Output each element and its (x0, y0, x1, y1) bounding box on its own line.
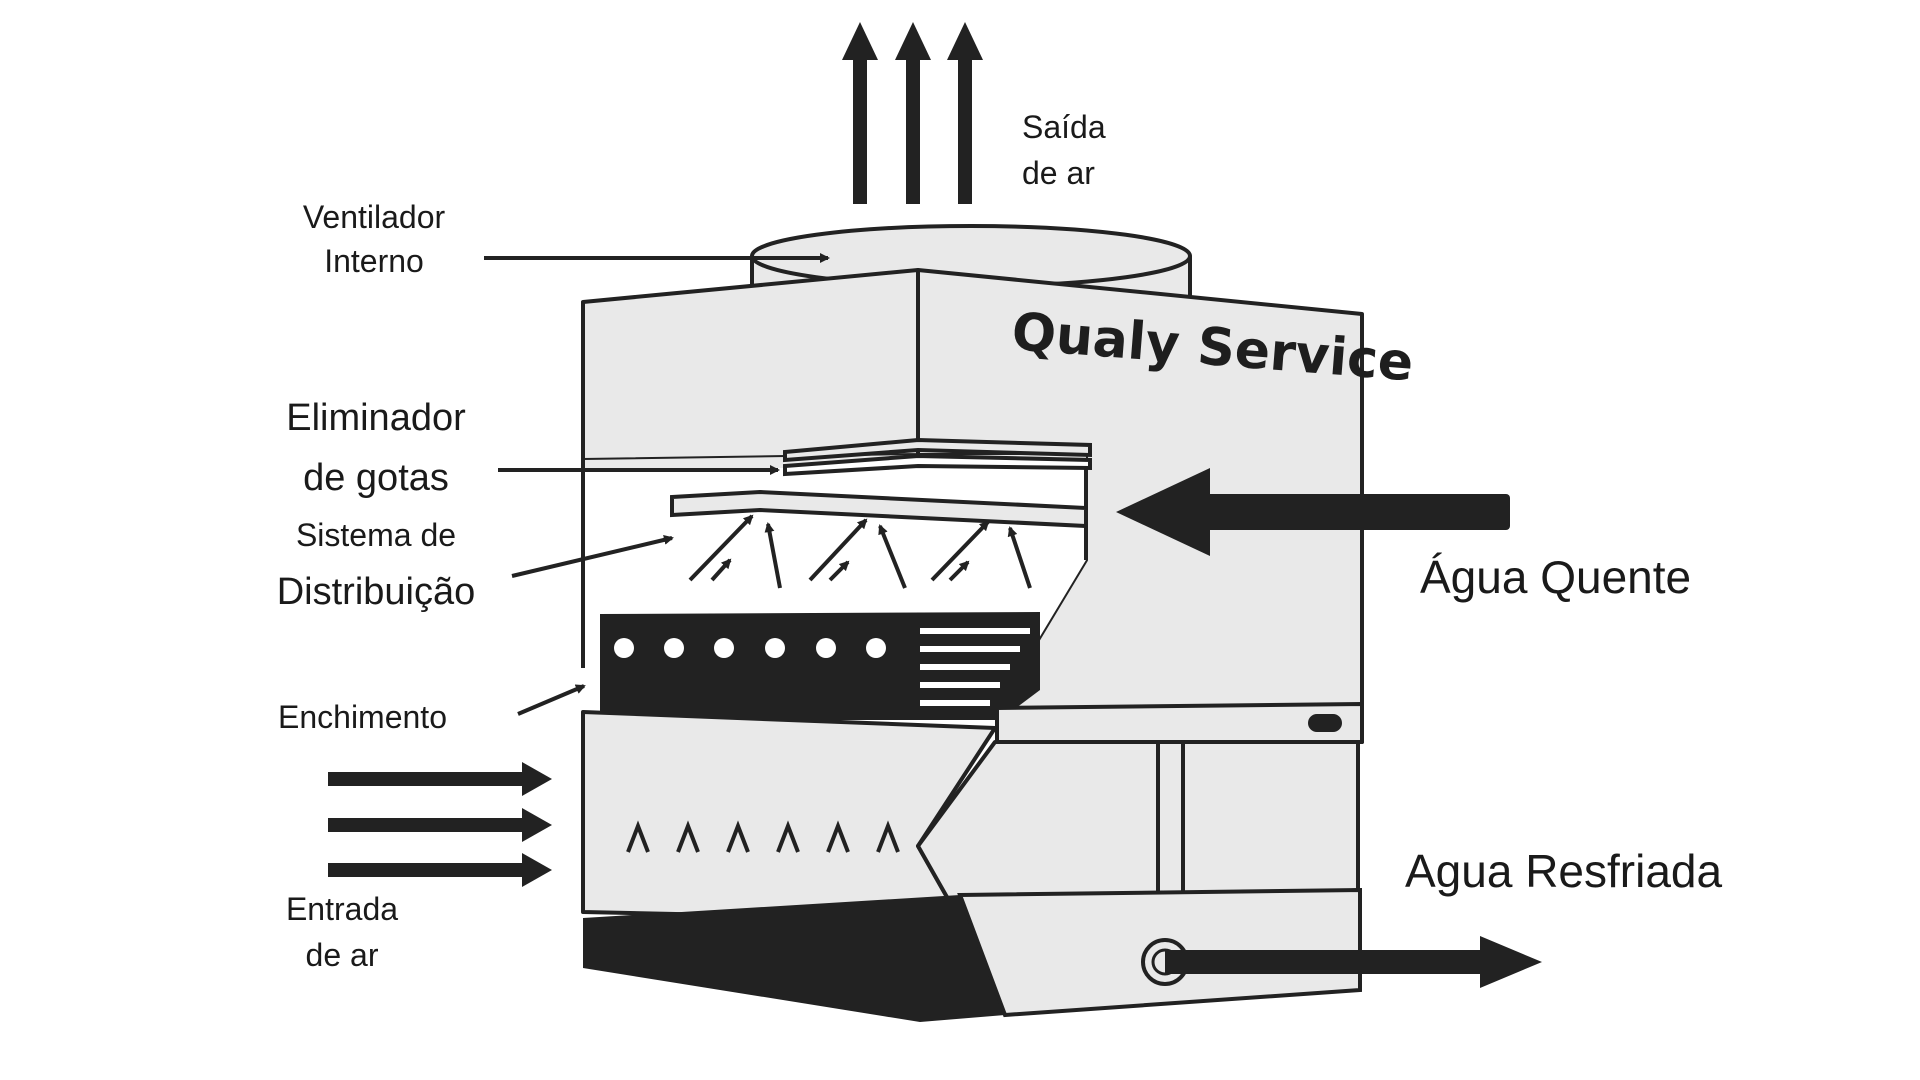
air-outlet-label-line2: de ar (1022, 155, 1095, 191)
hot-water-inlet-arrow (1116, 468, 1510, 556)
fill-media-slats (920, 628, 1030, 706)
leader-lines (484, 253, 830, 716)
distribution-leader-line (511, 534, 674, 578)
air-intake-arrows (328, 762, 552, 887)
eliminator-label-line2: de gotas (303, 457, 449, 499)
water-drips (626, 820, 900, 853)
air-intake-arrow-1 (328, 762, 552, 796)
tower-lower-body (581, 702, 1364, 922)
air-outlet-arrows (842, 22, 983, 204)
air-outlet-label-line1: Saída (1022, 109, 1106, 145)
air-inlet-label-line1: Entrada (285, 891, 399, 927)
air-inlet-label-line2: de ar (305, 937, 379, 973)
distribution-label-line2: Distribuição (276, 571, 476, 613)
distribution-label-line1: Sistema de (295, 517, 457, 553)
fan-label-line2: Interno (324, 243, 424, 279)
air-outlet-arrow-3 (947, 22, 983, 204)
fan-label-line1: Ventilador (302, 199, 446, 235)
fill-media-holes (614, 638, 886, 658)
air-intake-arrow-2 (328, 808, 552, 842)
hot-water-label: Água Quente (1420, 551, 1692, 603)
eliminator-label-line1: Eliminador (286, 397, 466, 439)
drift-eliminator (783, 437, 1092, 477)
air-outlet-arrow-1 (842, 22, 878, 204)
cooled-water-outlet-arrow (1141, 936, 1542, 988)
fill-label: Enchimento (278, 699, 447, 735)
air-intake-arrow-3 (328, 853, 552, 887)
air-outlet-arrow-2 (895, 22, 931, 204)
cooled-water-label: Agua Resfriada (1405, 845, 1723, 897)
fill-leader-line (517, 684, 586, 716)
fill-media (600, 612, 1040, 720)
spray-arrows (688, 514, 1032, 589)
